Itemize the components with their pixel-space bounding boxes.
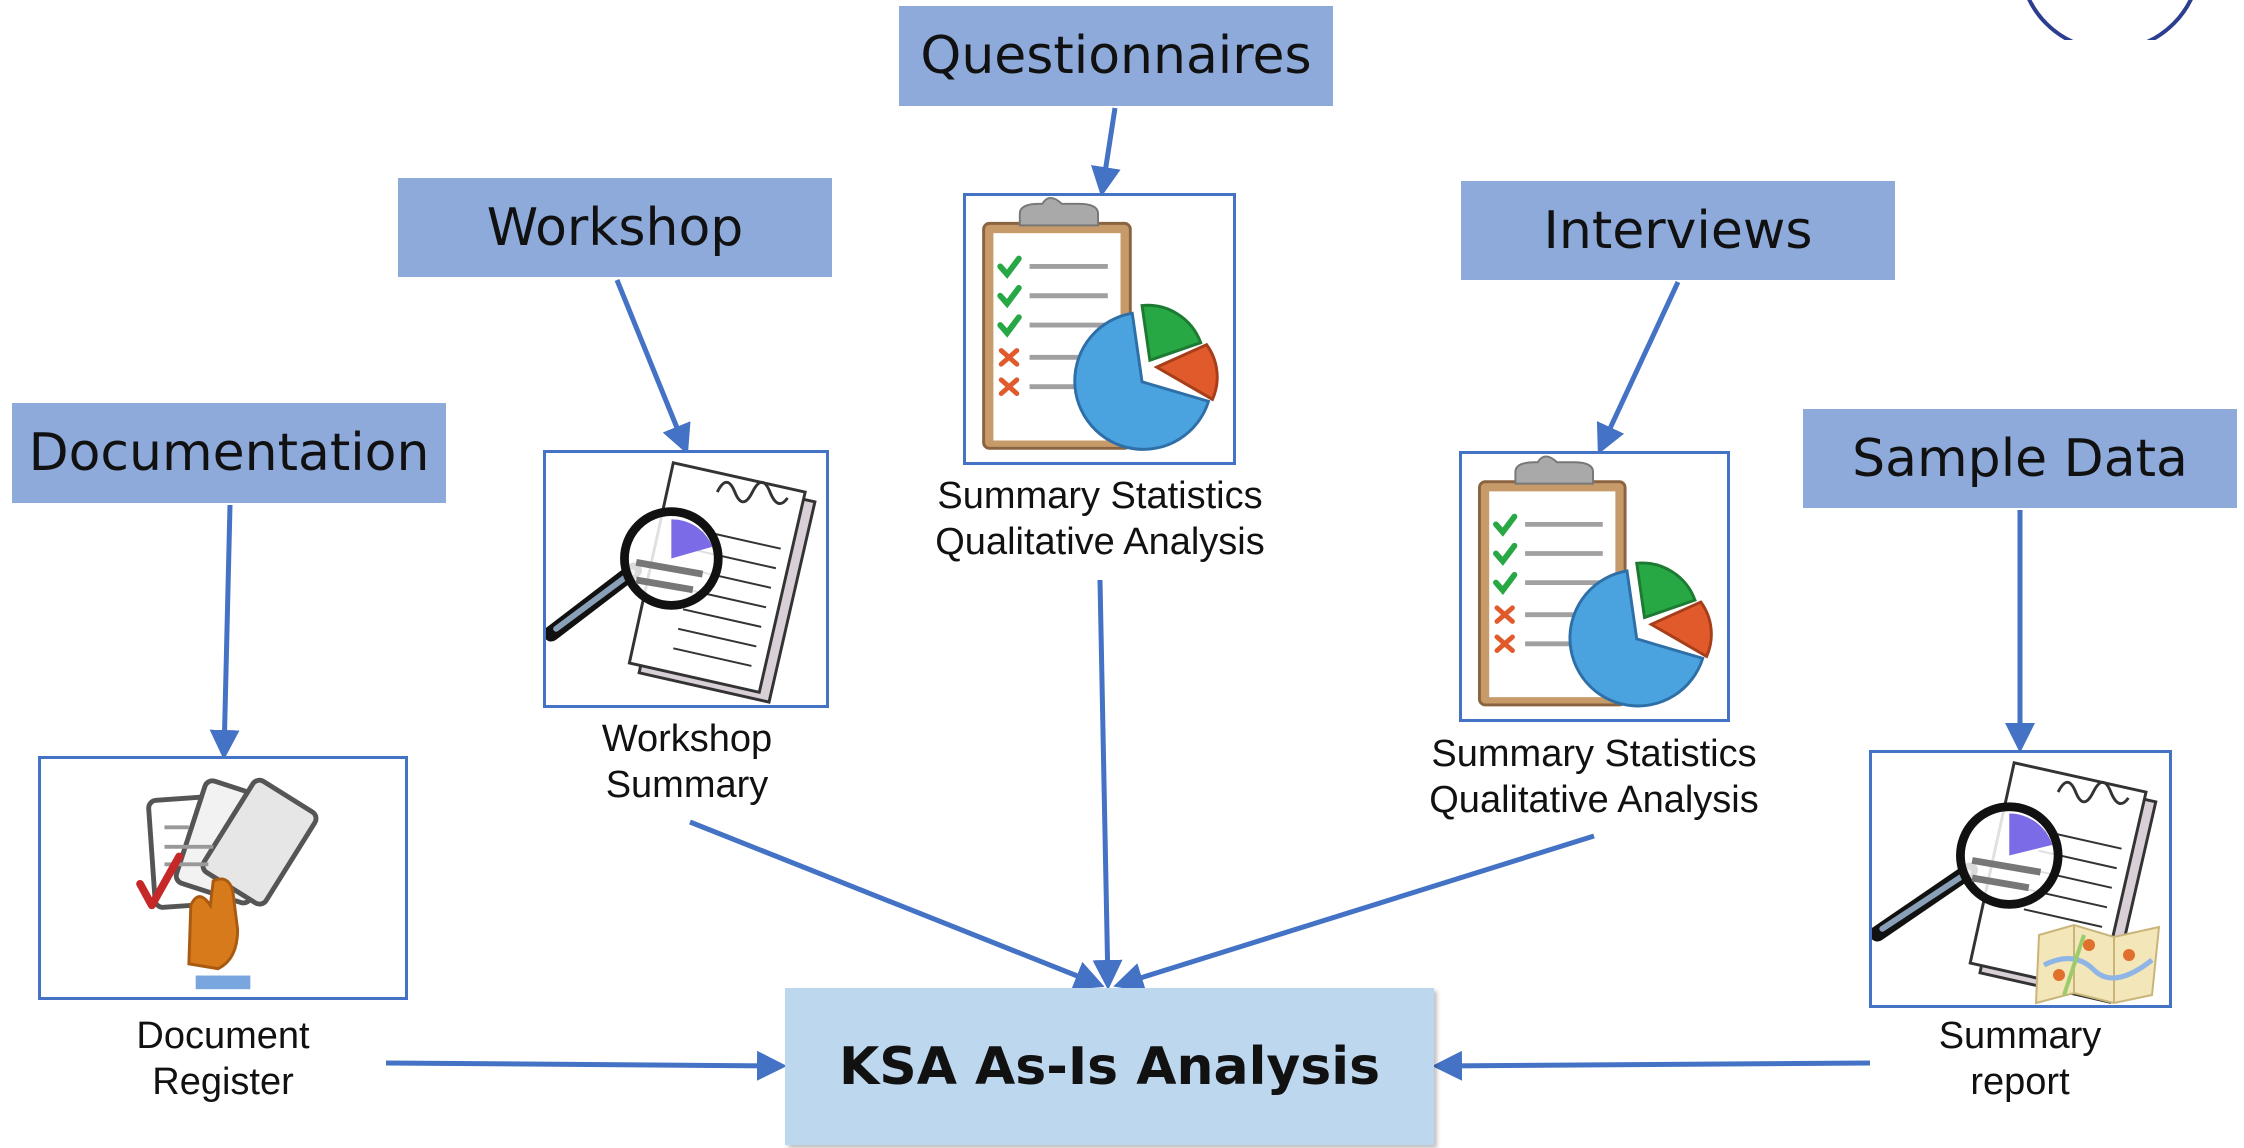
source-questionnaires: Questionnaires — [899, 6, 1333, 106]
questionnaires-summary-frame — [963, 193, 1236, 465]
document-register-caption: Document Register — [73, 1013, 373, 1105]
summary-report-frame — [1869, 750, 2172, 1008]
source-workshop: Workshop — [398, 178, 832, 277]
source-sample-data: Sample Data — [1803, 409, 2237, 508]
workshop-summary-caption: Workshop Summary — [537, 716, 837, 808]
caption-line-2: Summary — [605, 764, 769, 806]
caption-line-1: Summary — [1938, 1015, 2102, 1057]
caption-line-2: Qualitative Analysis — [1429, 779, 1759, 821]
arrow-workshop-summary-to-target — [689, 819, 1105, 990]
arrow-stats-to-target — [1092, 579, 1123, 990]
source-documentation: Documentation — [12, 403, 446, 503]
magnifier-document-icon — [546, 461, 817, 704]
interviews-summary-frame — [1459, 451, 1730, 722]
clipboard-pie-chart-icon — [982, 196, 1219, 451]
workshop-summary-frame — [543, 450, 829, 708]
arrow-workshop-to-summary — [614, 279, 691, 455]
caption-line-1: Document — [136, 1015, 310, 1057]
clipboard-pie-chart-icon — [1478, 455, 1713, 708]
interviews-summary-caption: Summary Statistics Qualitative Analysis — [1404, 731, 1784, 823]
conference-logo — [2027, 0, 2193, 40]
arrow-interviews-summary-to-target — [1113, 833, 1595, 992]
arrow-interviews-to-summary — [1596, 280, 1681, 455]
target-box: KSA As-Is Analysis — [785, 988, 1434, 1145]
caption-line-2: Register — [152, 1061, 294, 1103]
source-interviews: Interviews — [1461, 181, 1895, 280]
hand-holding-cards-icon — [136, 777, 319, 990]
arrow-report-to-target — [1432, 1050, 1871, 1081]
arrow-questionnaires-to-summary — [1091, 107, 1121, 197]
questionnaires-summary-caption: Summary Statistics Qualitative Analysis — [910, 473, 1290, 565]
caption-line-1: Workshop — [601, 718, 773, 760]
caption-line-1: Summary Statistics — [937, 475, 1263, 517]
summary-report-caption: Summary report — [1870, 1013, 2170, 1105]
document-register-frame — [38, 756, 408, 1000]
caption-line-2: report — [1970, 1061, 2070, 1103]
arrow-documentation-to-register — [209, 504, 240, 760]
folded-map-icon — [2034, 923, 2161, 1005]
caption-line-1: Summary Statistics — [1431, 733, 1757, 775]
arrow-register-to-target — [385, 1050, 787, 1081]
caption-line-2: Qualitative Analysis — [935, 521, 1265, 563]
